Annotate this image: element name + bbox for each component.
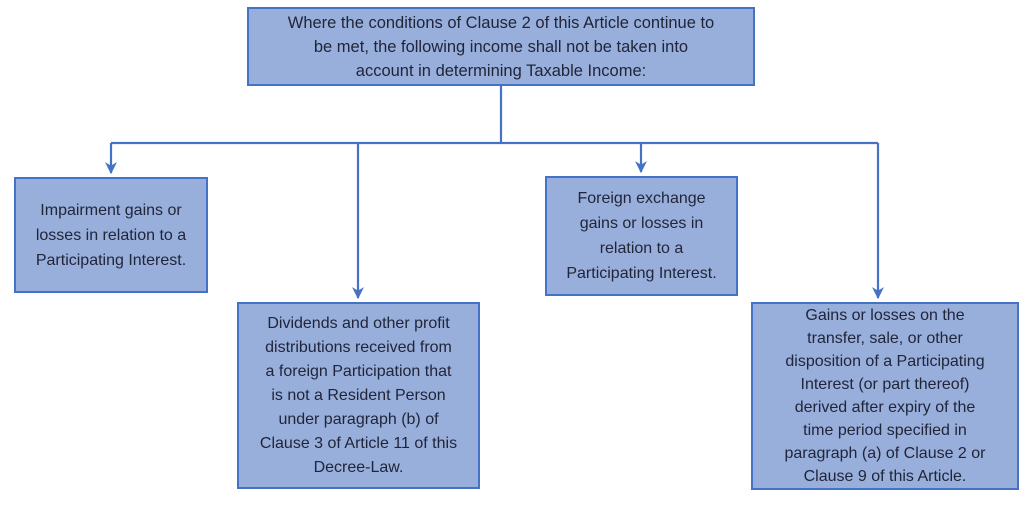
- node-foreign-exchange-text: Foreign exchange gains or losses in rela…: [566, 190, 717, 282]
- node-dividends-text: Dividends and other profit distributions…: [259, 314, 458, 476]
- node-impairment-text: Impairment gains or losses in relation t…: [35, 201, 187, 269]
- node-impairment: Impairment gains or losses in relation t…: [14, 177, 208, 293]
- node-root: Where the conditions of Clause 2 of this…: [247, 7, 755, 86]
- node-gains-losses-transfer-text: Gains or losses on the transfer, sale, o…: [784, 307, 986, 485]
- node-foreign-exchange: Foreign exchange gains or losses in rela…: [545, 176, 738, 296]
- node-dividends: Dividends and other profit distributions…: [237, 302, 480, 489]
- node-root-text: Where the conditions of Clause 2 of this…: [287, 13, 715, 80]
- node-gains-losses-transfer: Gains or losses on the transfer, sale, o…: [751, 302, 1019, 490]
